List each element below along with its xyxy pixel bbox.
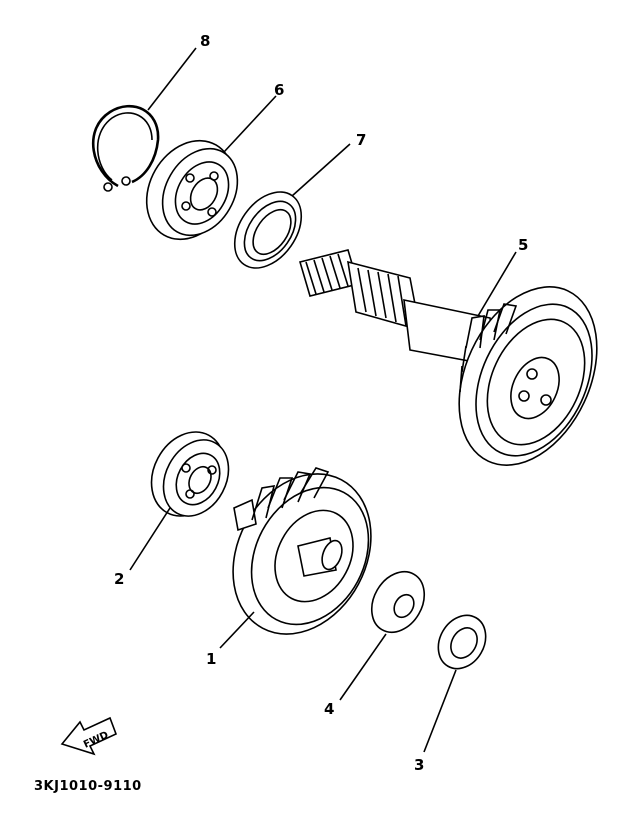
callout-5: 5 xyxy=(518,236,528,254)
part-6-bearing xyxy=(145,139,239,241)
part-8-circlip xyxy=(92,104,160,192)
part-3-washer xyxy=(437,614,487,670)
callout-2: 2 xyxy=(114,570,124,588)
part-1-gear xyxy=(232,467,372,635)
part-2-bearing xyxy=(150,431,230,517)
part-5-drive-shaft xyxy=(298,249,598,466)
leader-lines xyxy=(129,47,517,753)
callout-7: 7 xyxy=(356,131,366,149)
part-4-washer xyxy=(370,571,426,633)
callout-4: 4 xyxy=(324,700,334,718)
callout-1: 1 xyxy=(206,650,216,668)
callout-8: 8 xyxy=(200,32,210,50)
part-code: 3KJ1010-9110 xyxy=(34,779,142,794)
callout-6: 6 xyxy=(274,81,284,99)
callout-3: 3 xyxy=(414,756,424,774)
forward-arrow-icon: FWD xyxy=(60,716,118,756)
